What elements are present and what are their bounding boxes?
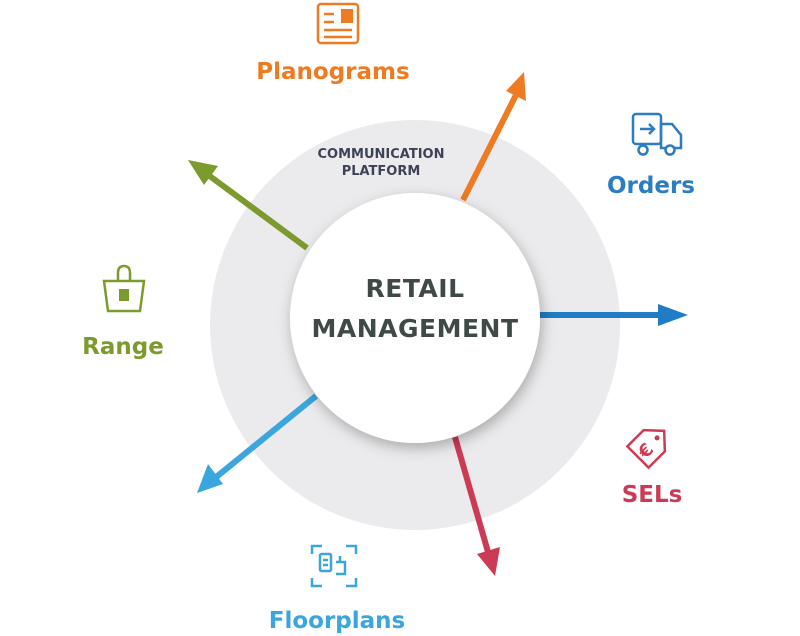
center-circle (290, 193, 540, 443)
floorplan-icon (310, 544, 358, 588)
planograms-label: Planograms (256, 59, 409, 85)
floorplans-label: Floorplans (269, 608, 405, 634)
sels-label: SELs (622, 482, 683, 508)
arrow-sels (452, 436, 500, 576)
platform-label-line1: COMMUNICATION (318, 147, 445, 162)
floorplans-module: Floorplans (269, 544, 405, 634)
delivery-truck-icon (631, 112, 683, 156)
arrow-floorplans (197, 393, 318, 493)
range-label: Range (82, 334, 164, 360)
planogram-icon (316, 2, 360, 45)
orders-label: Orders (607, 173, 695, 199)
sels-module: € SELs (622, 428, 683, 508)
arrow-range (188, 160, 309, 251)
center-title-line2: MANAGEMENT (311, 314, 518, 343)
shopping-bag-icon (102, 264, 146, 313)
orders-module: Orders (607, 112, 695, 199)
svg-text:€: € (634, 439, 658, 463)
range-module: Range (82, 264, 164, 360)
arrow-planograms (460, 72, 526, 202)
platform-label-line2: PLATFORM (342, 164, 421, 179)
euro-price-tag-icon: € (625, 428, 667, 470)
planograms-module: Planograms (256, 2, 410, 85)
arrow-right (538, 304, 688, 326)
center-title-line1: RETAIL (365, 274, 464, 303)
